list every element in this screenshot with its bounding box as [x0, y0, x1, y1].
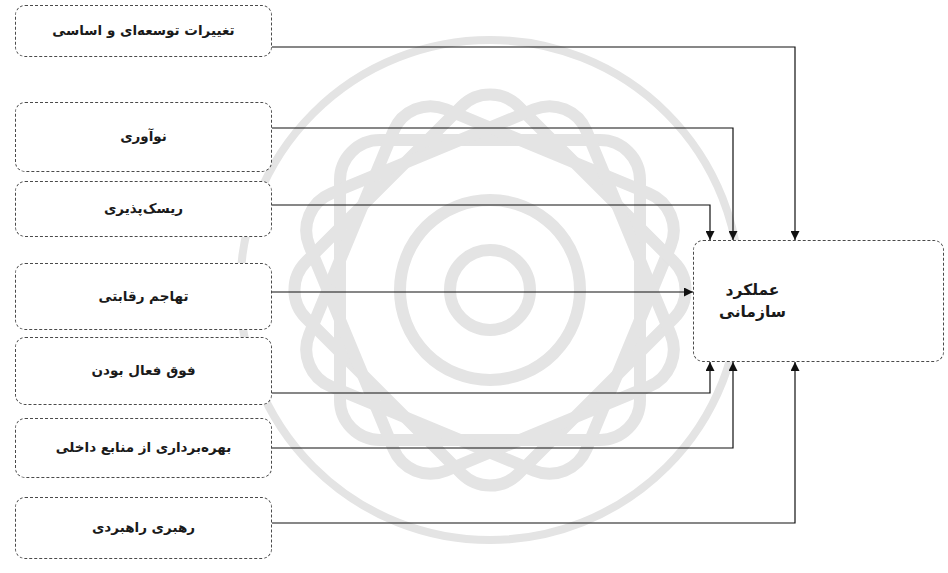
rosette-square: [278, 78, 702, 502]
factor-box: تغییرات توسعه‌ای و اساسی: [15, 5, 272, 57]
factor-label: رهبری راهبردی: [92, 518, 195, 538]
rosette-circle: [240, 40, 740, 540]
outcome-label: عملکرد سازمانی: [712, 279, 794, 324]
connector-arrow: [272, 205, 710, 240]
connector-arrow: [272, 362, 710, 393]
factor-label: بهره‌برداری از منابع داخلی: [56, 438, 232, 458]
factor-label: تغییرات توسعه‌ای و اساسی: [52, 21, 234, 41]
factor-box: تهاجم رقابتی: [15, 263, 272, 330]
factor-box: ریسک‌پذیری: [15, 181, 272, 237]
factor-label: تهاجم رقابتی: [99, 287, 189, 307]
connector-arrow: [272, 362, 795, 523]
factor-label: نوآوری: [120, 127, 167, 147]
rosette-square: [294, 94, 686, 486]
connector-arrow: [272, 128, 733, 240]
rosette-square: [294, 94, 686, 486]
factor-label: فوق فعال بودن: [92, 361, 196, 381]
factor-label: ریسک‌پذیری: [104, 199, 183, 219]
factor-box: فوق فعال بودن: [15, 337, 272, 405]
outcome-box: عملکرد سازمانی: [693, 240, 944, 362]
rosette-group: [240, 40, 740, 540]
connector-arrow: [272, 291, 693, 292]
connector-arrow: [272, 47, 795, 240]
factor-box: بهره‌برداری از منابع داخلی: [15, 418, 272, 478]
connector-arrow: [272, 362, 733, 448]
rosette-circle: [450, 250, 530, 330]
factor-box: نوآوری: [15, 102, 272, 172]
factor-box: رهبری راهبردی: [15, 497, 272, 559]
rosette-circle: [400, 200, 580, 380]
